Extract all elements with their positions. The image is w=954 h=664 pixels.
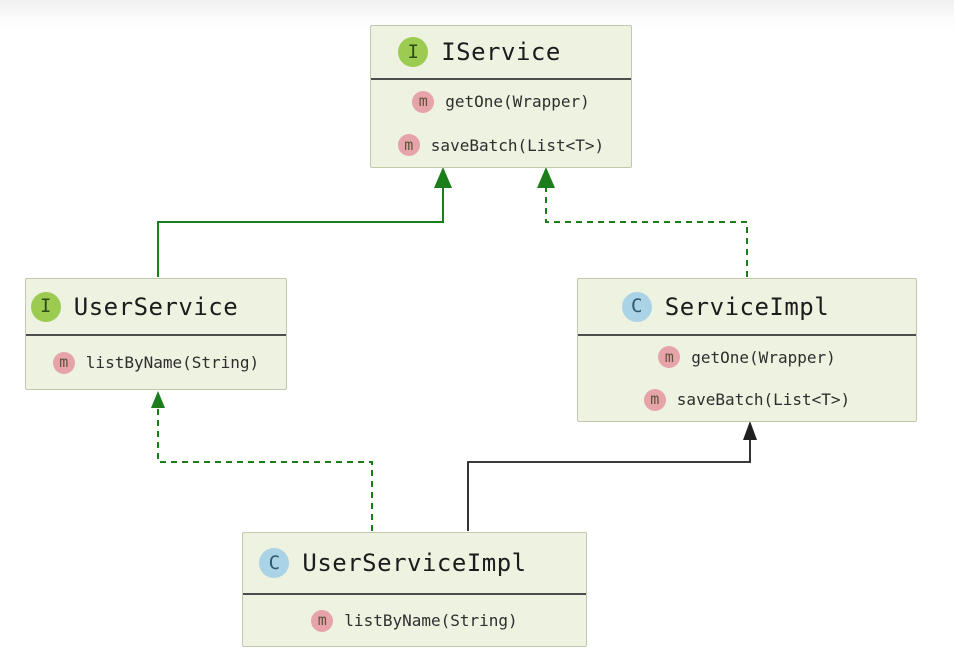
extends-arrowhead-icon: [434, 167, 452, 188]
method-row[interactable]: m getOne(Wrapper): [412, 90, 590, 113]
node-header: I IService: [371, 26, 631, 78]
method-label: listByName(String): [344, 611, 518, 630]
node-body: m listByName(String): [243, 595, 586, 646]
interface-badge-icon: I: [398, 37, 429, 67]
edge-userserviceimpl-implements-userservice[interactable]: [151, 391, 373, 531]
method-label: getOne(Wrapper): [691, 347, 836, 367]
node-title: UserService: [73, 292, 239, 321]
edge-userserviceimpl-extends-serviceimpl[interactable]: [467, 421, 757, 531]
class-node-userservice[interactable]: I UserService m listByName(String): [25, 278, 287, 390]
node-header: C UserServiceImpl: [243, 533, 586, 593]
edge-serviceimpl-implements-iservice[interactable]: [537, 167, 748, 277]
method-badge-icon: m: [52, 351, 75, 374]
method-row[interactable]: m saveBatch(List<T>): [397, 134, 605, 157]
node-title: ServiceImpl: [664, 292, 830, 321]
method-label: listByName(String): [85, 353, 260, 372]
method-badge-icon: m: [643, 388, 666, 411]
node-header: C ServiceImpl: [578, 279, 916, 334]
method-badge-icon: m: [658, 346, 681, 369]
method-row[interactable]: m getOne(Wrapper): [658, 346, 836, 369]
extends-arrowhead-icon: [743, 421, 757, 440]
implements-arrowhead-icon: [151, 391, 165, 408]
method-label: saveBatch(List<T>): [676, 390, 851, 410]
method-row[interactable]: m listByName(String): [52, 351, 260, 374]
implements-arrowhead-icon: [537, 167, 555, 188]
node-header: I UserService: [26, 279, 286, 334]
edge-userservice-extends-iservice[interactable]: [157, 167, 452, 277]
method-row[interactable]: m saveBatch(List<T>): [643, 388, 851, 411]
class-badge-icon: C: [621, 291, 652, 322]
interface-badge-icon: I: [30, 291, 61, 322]
header-separator: [243, 593, 586, 595]
class-node-serviceimpl[interactable]: C ServiceImpl m getOne(Wrapper) m saveBa…: [577, 278, 917, 422]
method-row[interactable]: m listByName(String): [311, 609, 518, 632]
class-node-userserviceimpl[interactable]: C UserServiceImpl m listByName(String): [242, 532, 587, 647]
header-separator: [371, 78, 631, 80]
node-body: m listByName(String): [26, 336, 286, 389]
node-title: IService: [441, 38, 561, 66]
node-body: m getOne(Wrapper) m saveBatch(List<T>): [578, 336, 916, 421]
header-separator: [26, 334, 286, 336]
method-label: saveBatch(List<T>): [430, 135, 605, 155]
node-title: UserServiceImpl: [302, 549, 527, 577]
node-body: m getOne(Wrapper) m saveBatch(List<T>): [371, 80, 631, 167]
class-badge-icon: C: [259, 548, 290, 578]
method-badge-icon: m: [397, 134, 420, 157]
method-badge-icon: m: [311, 609, 334, 632]
header-separator: [578, 334, 916, 336]
method-badge-icon: m: [412, 90, 435, 113]
method-label: getOne(Wrapper): [445, 92, 590, 112]
class-node-iservice[interactable]: I IService m getOne(Wrapper) m saveBatch…: [370, 25, 632, 168]
